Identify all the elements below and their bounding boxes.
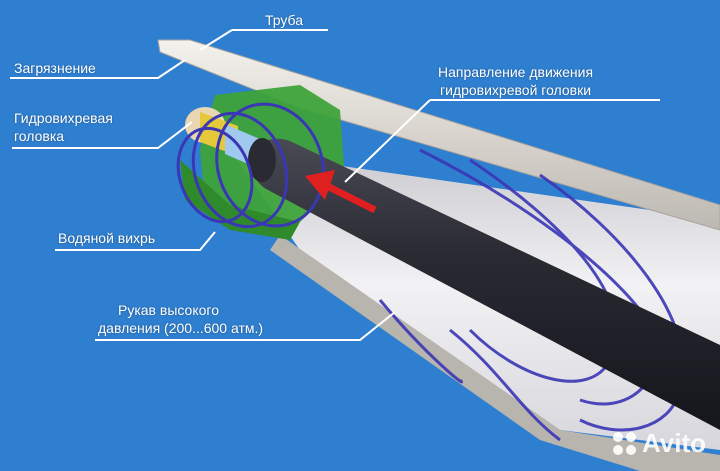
leader-vortex: [55, 231, 216, 251]
label-hose-line2: давления (200...600 атм.): [98, 320, 264, 336]
direction-arrow: [305, 170, 377, 214]
water-vortex: [176, 102, 325, 229]
leader-head: [12, 121, 193, 149]
label-direction-line1: Направление движения: [438, 64, 594, 80]
label-contamination: Загрязнение: [14, 60, 96, 76]
leader-pipe-diag: [199, 29, 233, 51]
leader-lines: [10, 29, 660, 341]
high-pressure-hose: [251, 138, 720, 430]
avito-dots-icon: [612, 432, 636, 455]
leader-direction-diag: [344, 99, 431, 183]
label-vortex: Водяной вихрь: [58, 230, 156, 246]
label-head-line1: Гидровихревая: [14, 110, 113, 126]
label-head-line2: головка: [14, 128, 65, 144]
label-hose-line1: Рукав высокого: [118, 302, 219, 318]
label-pipe: Труба: [265, 12, 304, 28]
watermark-text: Avito: [641, 428, 706, 458]
label-direction-line2: гидровихревой головки: [440, 82, 592, 98]
leader-hose: [95, 311, 396, 341]
avito-watermark: Avito: [612, 428, 706, 459]
leader-contamination: [10, 59, 186, 79]
